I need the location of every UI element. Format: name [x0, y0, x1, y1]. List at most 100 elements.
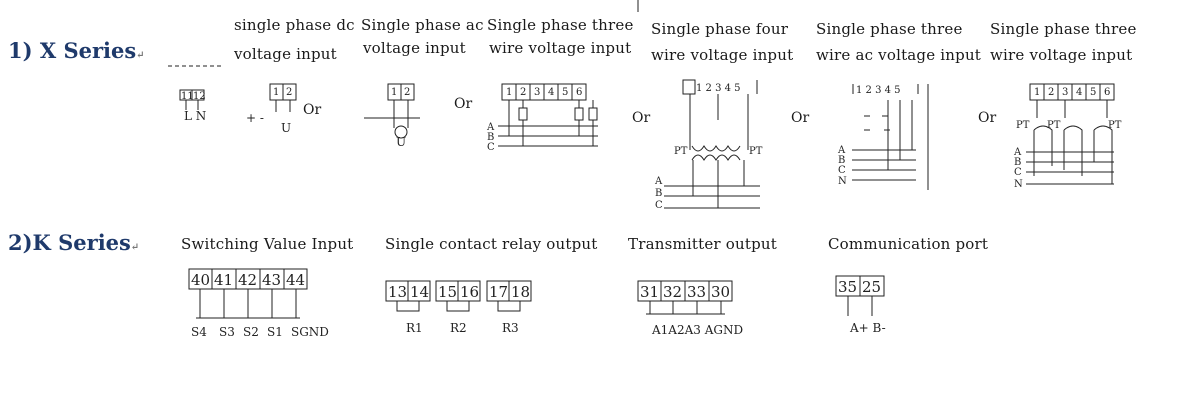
fw-terminals: 1 2 3 4 5 [696, 83, 741, 94]
tw-terminal-5: 5 [562, 87, 568, 98]
sw-terminal-42: 42 [238, 271, 257, 289]
tw2-terminal-1: 1 [1034, 87, 1040, 98]
header-line1: Single phase four [651, 20, 789, 38]
tw2-terminal-3: 3 [1062, 87, 1068, 98]
phase-c: C [838, 165, 846, 176]
header-line2: wire ac voltage input [816, 46, 982, 64]
or-label: Or [632, 110, 651, 126]
phase-c: C [487, 142, 495, 153]
sw-label-sgnd: SGND [291, 325, 329, 339]
sw-terminal-44: 44 [286, 271, 305, 289]
phase-b: B [1014, 157, 1021, 168]
ac-terminal-1: 1 [391, 87, 397, 98]
header-line1: single phase dc [234, 16, 355, 34]
phase-b: B [487, 132, 494, 143]
header-line1: Single phase three [816, 20, 963, 38]
comm-terminal-25: 25 [862, 278, 881, 296]
dc-signs: + - [246, 111, 264, 125]
phase-a: A [1013, 147, 1022, 158]
tw-terminal-2: 2 [520, 87, 526, 98]
header-line1: Single phase ac [361, 16, 484, 34]
sw-label-s4: S4 [191, 325, 207, 339]
relay-output-diagram: 13 14 15 16 17 18 R1 R2 R3 [385, 280, 532, 335]
header-three-wire: Single phase three wire voltage input [487, 14, 634, 60]
power-labels: L N [184, 109, 206, 123]
sw-label-s3: S3 [219, 325, 235, 339]
header-dc-voltage: single phase dc voltage input [234, 14, 355, 66]
relay-label-r2: R2 [450, 321, 467, 335]
x-series-title-text: 1) X Series [8, 38, 137, 63]
ac-voltage-diagram: 1 2 U [364, 83, 420, 149]
phase-a: A [654, 176, 663, 187]
header-line1: Single phase three [990, 20, 1137, 38]
header-relay-output: Single contact relay output [385, 235, 598, 253]
phase-n: N [838, 176, 847, 187]
relay-terminal-14: 14 [410, 283, 429, 301]
power-supply-diagram: 11 12 L N [168, 65, 224, 123]
dc-voltage-diagram: 1 2 + - U [246, 83, 297, 135]
header-three-wire-2: Single phase three wire voltage input [990, 18, 1137, 67]
sw-label-s2: S2 [243, 325, 259, 339]
power-terminal-11: 11 [181, 91, 194, 102]
relay-terminal-15: 15 [438, 283, 457, 301]
phase-c: C [655, 200, 663, 211]
header-line2: wire voltage input [990, 46, 1133, 64]
comm-terminal-35: 35 [838, 278, 857, 296]
switching-input-diagram: 40 41 42 43 44 S4 S3 S2 S1 SGND [188, 268, 329, 339]
header-transmitter-output: Transmitter output [628, 235, 777, 253]
relay-label-r3: R3 [502, 321, 519, 335]
return-mark: ↵ [136, 50, 145, 61]
three-wire-2-diagram: 1 2 3 4 5 6 PT PT PT A B C N [1013, 83, 1122, 190]
phase-c: C [1014, 167, 1022, 178]
sw-label-s1: S1 [267, 325, 283, 339]
phase-a: A [486, 122, 495, 133]
tw-terminal-4: 4 [548, 87, 554, 98]
header-line1: Single phase three [487, 16, 634, 34]
tx-labels: A1A2A3 AGND [651, 323, 743, 337]
or-label: Or [791, 110, 810, 126]
tx-terminal-32: 32 [663, 283, 682, 301]
tw-terminal-1: 1 [506, 87, 512, 98]
pt-label: PT [1016, 120, 1030, 131]
tx-terminal-33: 33 [687, 283, 706, 301]
tw2-terminal-2: 2 [1048, 87, 1054, 98]
header-line2: wire voltage input [651, 46, 794, 64]
three-wire-ac-diagram: 1 2 3 4 5 A B C N [837, 84, 929, 190]
x-series-title: 1) X Series↵ [8, 38, 145, 63]
header-line2: voltage input [234, 45, 337, 63]
tx-terminal-31: 31 [640, 283, 659, 301]
header-communication-port: Communication port [828, 235, 989, 253]
phase-n: N [1014, 179, 1023, 190]
tw2-terminal-5: 5 [1090, 87, 1096, 98]
communication-port-diagram: 35 25 A+ B- [835, 275, 886, 335]
phase-a: A [837, 145, 846, 156]
sw-terminal-41: 41 [214, 271, 233, 289]
header-ac-voltage: Single phase ac voltage input [361, 14, 484, 60]
relay-terminal-17: 17 [489, 283, 508, 301]
dc-terminal-2: 2 [286, 87, 292, 98]
ac-u-label: U [396, 135, 406, 149]
phase-b: B [838, 155, 845, 166]
header-line2: voltage input [363, 39, 466, 57]
header-four-wire: Single phase four wire voltage input [651, 18, 793, 67]
tw2-terminal-6: 6 [1104, 87, 1110, 98]
phase-b: B [655, 188, 662, 199]
or-label: Or [978, 110, 997, 126]
header-three-wire-ac: Single phase three wire ac voltage input [816, 18, 981, 67]
twac-terminals: 1 2 3 4 5 [856, 85, 901, 96]
power-terminal-12: 12 [193, 91, 206, 102]
pt-label: PT [674, 146, 688, 157]
three-wire-diagram: 1 2 3 4 5 6 A B C [486, 83, 598, 153]
pt-label: PT [1047, 120, 1061, 131]
relay-terminal-18: 18 [511, 283, 530, 301]
k-series-title-text: 2)K Series [8, 230, 131, 255]
dc-u-label: U [281, 121, 291, 135]
or-label: Or [303, 102, 322, 118]
tx-terminal-30: 30 [711, 283, 730, 301]
header-line2: wire voltage input [489, 39, 632, 57]
sw-terminal-40: 40 [191, 271, 210, 289]
or-label: Or [454, 96, 473, 112]
ac-terminal-2: 2 [404, 87, 410, 98]
relay-label-r1: R1 [406, 321, 423, 335]
